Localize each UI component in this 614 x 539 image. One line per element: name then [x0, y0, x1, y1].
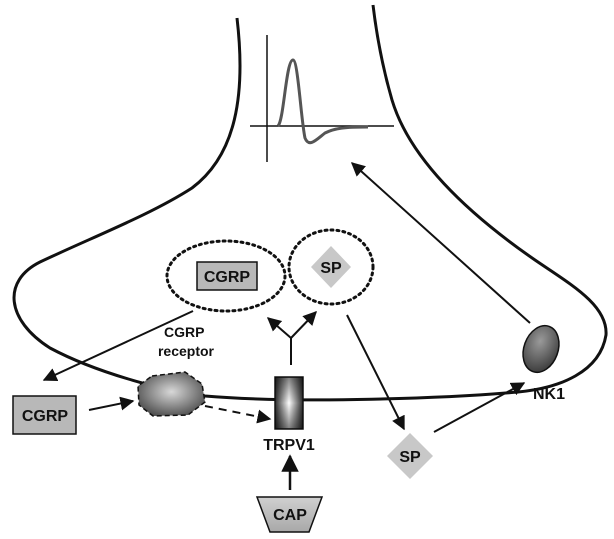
action-potential-trace	[276, 58, 369, 145]
cgrp-vesicle-label: CGRP	[204, 269, 251, 286]
cgrp-vesicle	[165, 239, 287, 313]
sp-vesicle-diamond	[311, 246, 351, 288]
trpv1-label: TRPV1	[263, 437, 315, 454]
trpv1-channel	[274, 376, 304, 430]
arrow-receptor-to-trpv1	[204, 405, 272, 424]
nk1-receptor	[522, 324, 560, 374]
sp-vesicle-label: SP	[320, 260, 342, 277]
cgrp-vesicle-box	[196, 261, 258, 291]
neuron-membrane-outline	[12, 4, 608, 402]
sp-vesicle	[287, 228, 375, 306]
arrow-sp-release	[346, 314, 405, 431]
cgrp-receptor	[137, 371, 206, 417]
arrow-cgrp-to-receptor	[88, 396, 135, 411]
action-potential-plot	[250, 35, 394, 162]
cap-label: CAP	[273, 507, 307, 524]
arrow-sp-to-nk1	[433, 382, 526, 433]
arrow-cgrp-release	[42, 310, 194, 382]
release-arrows	[266, 310, 317, 365]
cgrp-outside-box	[12, 395, 77, 435]
arrow-nk1-to-action-potential	[350, 162, 531, 324]
cap-trapezoid	[255, 496, 324, 533]
cgrp-outside-label: CGRP	[22, 408, 69, 425]
sp-outside-diamond	[387, 433, 433, 479]
sp-outside-label: SP	[399, 449, 421, 466]
nk1-label: NK1	[533, 386, 565, 403]
cgrp-receptor-label: CGRP receptor	[158, 324, 215, 359]
